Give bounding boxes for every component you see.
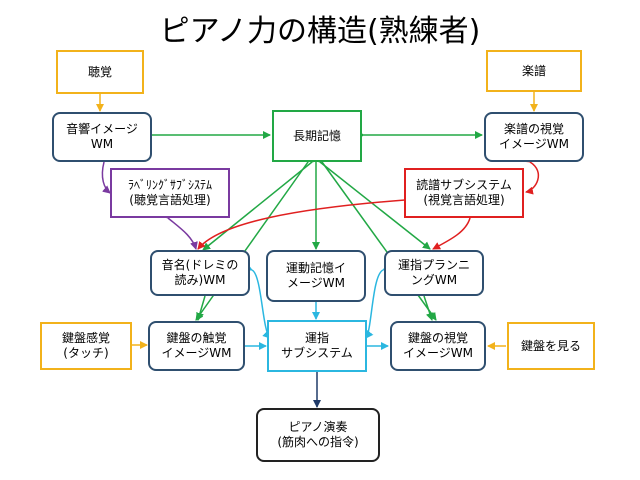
arrow-plan-to-key-visual bbox=[423, 295, 434, 321]
arrow-note-to-key-touch bbox=[196, 295, 206, 321]
node-score-reading-subsystem: 読譜サブシステム (視覚言語処理) bbox=[404, 168, 524, 218]
node-sound-image-wm: 音響イメージ WM bbox=[52, 112, 152, 162]
node-labeling-subsystem: ﾗﾍﾞﾘﾝｸﾞｻﾌﾞｼｽﾃﾑ (聴覚言語処理) bbox=[110, 168, 230, 218]
arrow-sound-labeling bbox=[101, 154, 111, 194]
arrow-reading-fingering-plan bbox=[432, 210, 476, 250]
arrow-labeling-note bbox=[160, 210, 198, 250]
node-hearing: 聴覚 bbox=[56, 50, 144, 94]
node-note-name-wm: 音名(ドレミの 読み)WM bbox=[150, 250, 250, 296]
page-title: ピアノ力の構造(熟練者) bbox=[159, 14, 481, 49]
arrow-plan-fingering bbox=[365, 263, 392, 339]
node-fingering-planning-wm: 運指プランニ ングWM bbox=[384, 250, 484, 296]
node-score-visual-wm: 楽譜の視覚 イメージWM bbox=[484, 112, 584, 162]
node-key-visual-image-wm: 鍵盤の視覚 イメージWM bbox=[390, 321, 486, 371]
node-sheet-music: 楽譜 bbox=[486, 50, 582, 92]
arrow-reading-note bbox=[197, 195, 413, 250]
arrow-score-visual-reading bbox=[521, 154, 540, 195]
node-motor-memory-wm: 運動記憶イ メージWM bbox=[266, 250, 366, 302]
node-piano-performance: ピアノ演奏 (筋肉への指令) bbox=[256, 408, 380, 462]
node-fingering-subsystem: 運指 サブシステム bbox=[267, 320, 367, 372]
node-key-touch-image-wm: 鍵盤の触覚 イメージWM bbox=[148, 321, 245, 371]
node-long-term-memory: 長期記憶 bbox=[272, 110, 362, 162]
node-key-touch-sense: 鍵盤感覚 (タッチ) bbox=[40, 322, 132, 370]
node-look-at-keys: 鍵盤を見る bbox=[507, 322, 595, 370]
